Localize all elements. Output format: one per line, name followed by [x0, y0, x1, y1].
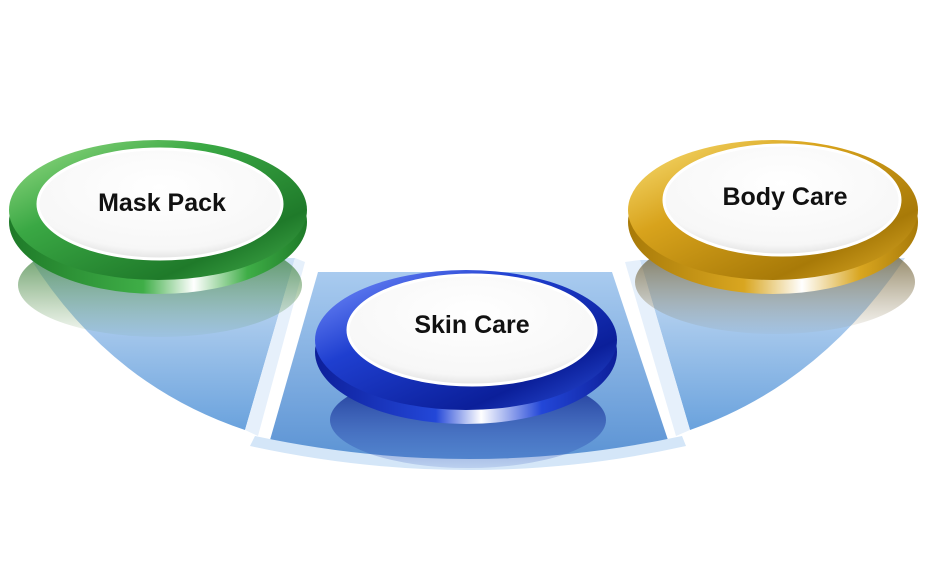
node-mask-pack-face [36, 147, 284, 261]
arc-segment-center-glow [250, 436, 686, 470]
node-body-care: Body Care [628, 140, 918, 334]
node-body-care-face [662, 143, 902, 257]
node-skin-care-label: Skin Care [414, 311, 529, 339]
node-mask-pack: Mask Pack [9, 140, 307, 337]
node-skin-care-face [346, 273, 598, 387]
node-skin-care: Skin Care [315, 270, 617, 468]
arc-segment-right-edge [625, 260, 690, 436]
node-mask-pack-label: Mask Pack [98, 189, 226, 217]
node-body-care-label: Body Care [722, 183, 847, 211]
